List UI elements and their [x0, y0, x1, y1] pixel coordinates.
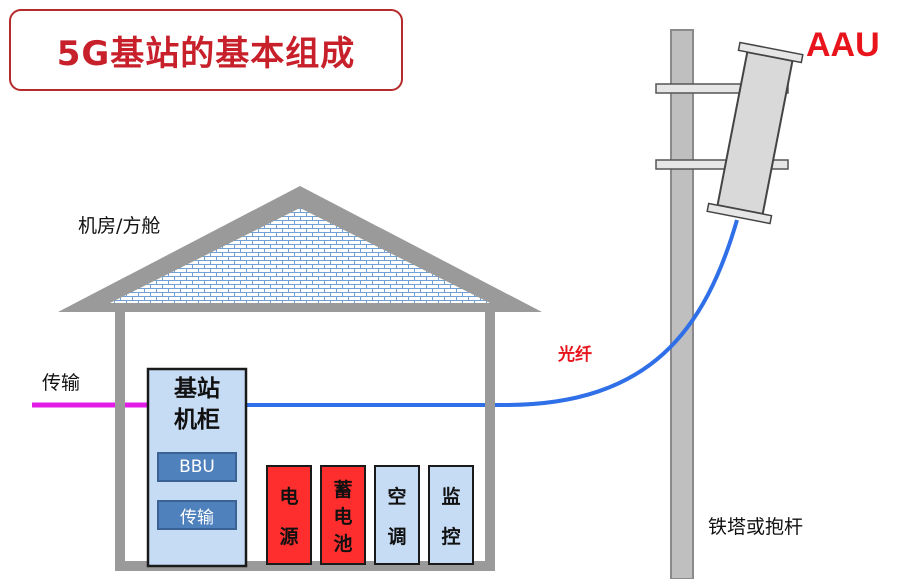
- page-title: 5G基站的基本组成: [56, 33, 356, 74]
- aau-label: AAU: [806, 26, 880, 64]
- unit-char: 池: [333, 533, 353, 555]
- roof-brick-fill: [110, 208, 490, 303]
- house-walls: [115, 312, 495, 571]
- cabinet-label: 基站 机柜: [148, 374, 246, 436]
- bbu-module: BBU: [157, 452, 237, 482]
- air-conditioner-unit: 空 调: [374, 465, 420, 565]
- unit-char: 调: [387, 525, 407, 548]
- monitoring-unit: 监 控: [428, 465, 474, 565]
- power-unit: 电 源: [266, 465, 312, 565]
- unit-char: 电: [333, 506, 353, 528]
- tower-pole: [670, 29, 694, 579]
- tower-label: 铁塔或抱杆: [708, 516, 804, 538]
- unit-char: 监: [441, 485, 461, 508]
- battery-unit: 蓄 电 池: [320, 465, 366, 565]
- fiber-line: [246, 219, 739, 407]
- unit-char: 空: [387, 485, 407, 508]
- unit-char: 控: [441, 525, 461, 548]
- unit-char: 电: [279, 485, 299, 508]
- aau-antenna: [706, 41, 804, 225]
- machine-room-label: 机房/方舱: [78, 215, 161, 237]
- cabinet-label-line2: 机柜: [174, 407, 220, 433]
- transmission-module: 传输: [157, 500, 237, 530]
- pole-bracket-lower: [655, 159, 789, 170]
- unit-char: 蓄: [333, 479, 353, 501]
- fiber-label: 光纤: [558, 345, 592, 365]
- unit-char: 源: [279, 525, 299, 548]
- transmission-input-label: 传输: [42, 372, 81, 394]
- title-box: 5G基站的基本组成: [9, 9, 403, 91]
- cabinet-label-line1: 基站: [174, 376, 220, 402]
